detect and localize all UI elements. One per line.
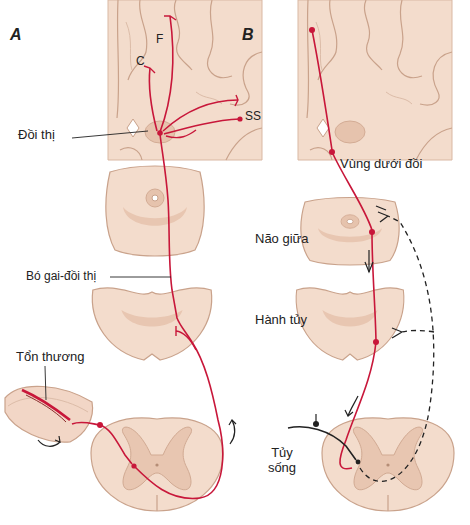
medulla-section [296, 288, 404, 360]
ganglion-stem [315, 414, 316, 424]
skin-tissue [5, 386, 93, 442]
flow-arrow-head [345, 410, 353, 416]
synapse-ending [175, 326, 176, 336]
flow-arrow [348, 396, 358, 416]
structure-label: Hành tủy [255, 313, 307, 328]
cortex-area-label: C [136, 55, 145, 69]
structure-label: Tổn thương [16, 350, 85, 365]
spinothalamic-tract [134, 134, 223, 499]
synapse-ending [378, 212, 388, 222]
synapse-ending [235, 95, 238, 106]
cortical-neuron [237, 116, 242, 121]
leader-line [110, 277, 171, 278]
panel-letter: B [242, 26, 254, 44]
structure-label: Tủy sống [262, 446, 302, 476]
flow-arrow [368, 250, 369, 272]
afferent-fiber [100, 425, 132, 464]
flow-arrow-head [229, 420, 236, 425]
structure-label: Đồi thị [18, 128, 55, 143]
primary-afferent [288, 427, 356, 460]
pons-section [92, 288, 211, 360]
tract-branch [176, 331, 196, 350]
descending-fiber [312, 30, 332, 150]
cortex-area-label: SS [245, 110, 261, 124]
cortex-area-label: F [156, 33, 163, 47]
spinal-cord-section [322, 418, 454, 511]
ascending-dashed-tract [360, 216, 434, 481]
descending-fiber [340, 342, 376, 469]
midbrain-section [301, 198, 399, 266]
dashed-branch [402, 331, 434, 333]
flow-arrow [230, 420, 235, 444]
tract-label: Bó gai-đồi thị [26, 270, 96, 284]
midbrain-section [106, 166, 204, 256]
descending-fiber [372, 232, 376, 340]
thalamocortical-fiber [163, 100, 238, 131]
thalamocortical-fiber [166, 130, 196, 138]
thalamocortical-fiber [149, 68, 157, 131]
synapse-ending [392, 328, 402, 338]
brain-section [108, 0, 262, 160]
synapse-ending [144, 66, 155, 73]
flow-arrow-head [55, 436, 60, 442]
panel-letter: A [10, 26, 22, 44]
dorsal-horn-neuron [356, 460, 361, 465]
synapse-ending [376, 206, 386, 210]
structure-label: Vùng dưới đồi [340, 157, 422, 172]
synapse-ending [164, 16, 176, 20]
leader-line [72, 131, 148, 138]
afferent-fiber [72, 422, 100, 425]
leader-line [45, 366, 46, 400]
structure-label: Não giữa [255, 232, 309, 247]
brain-section [298, 0, 452, 160]
